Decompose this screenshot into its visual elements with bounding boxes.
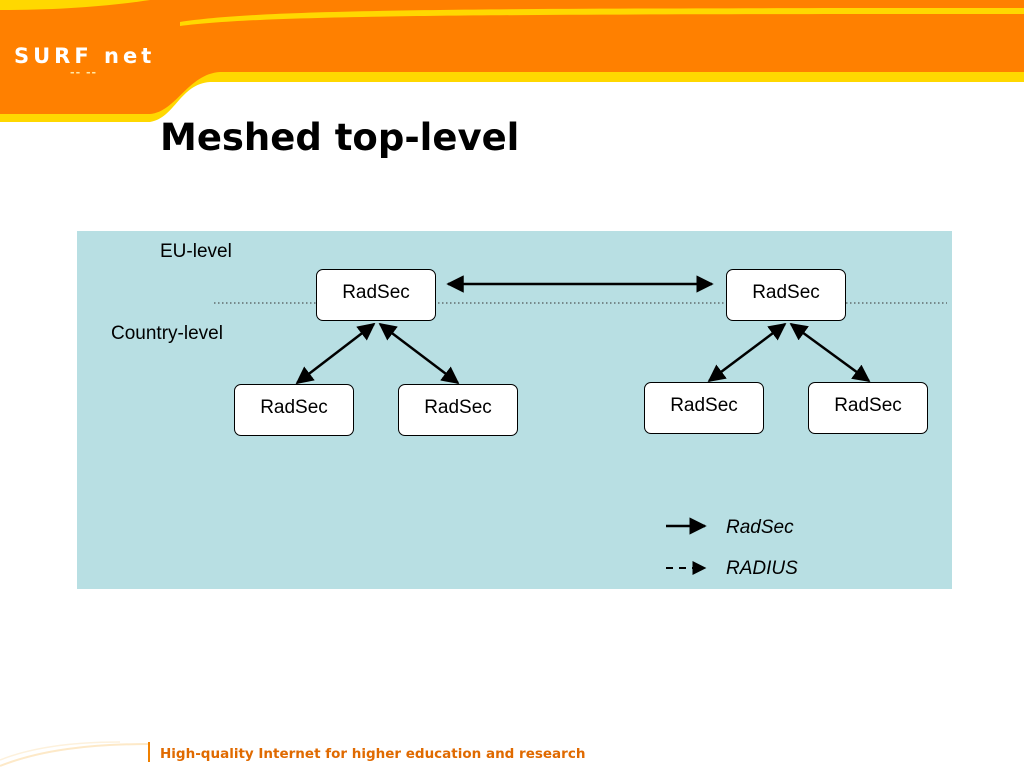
- legend-radsec-label: RadSec: [726, 517, 794, 538]
- link-right-2: [789, 322, 871, 383]
- slide-title: Meshed top-level: [160, 116, 520, 159]
- legend-radius-label: RADIUS: [726, 558, 798, 579]
- link-left-1: [295, 322, 376, 385]
- header-banner: [0, 0, 1024, 122]
- link-left-2: [378, 322, 460, 385]
- footer-swoosh: [0, 741, 150, 767]
- footer-divider: [148, 742, 150, 762]
- radsec-node-country-2: RadSec: [398, 384, 518, 436]
- radsec-node-eu-left: RadSec: [316, 269, 436, 321]
- radsec-node-country-1: RadSec: [234, 384, 354, 436]
- radsec-node-country-3: RadSec: [644, 382, 764, 434]
- eu-level-label: EU-level: [160, 241, 232, 262]
- surfnet-logo: SURF net: [14, 44, 156, 68]
- country-level-label: Country-level: [111, 323, 223, 344]
- diagram-panel: EU-level Country-level RadSec RadSec Rad…: [77, 231, 952, 589]
- footer-tagline: High-quality Internet for higher educati…: [160, 746, 586, 762]
- logo-subtext: -- --: [70, 66, 98, 79]
- link-right-1: [707, 322, 787, 383]
- radsec-node-eu-right: RadSec: [726, 269, 846, 321]
- radsec-node-country-4: RadSec: [808, 382, 928, 434]
- diagram-connectors: [214, 275, 947, 575]
